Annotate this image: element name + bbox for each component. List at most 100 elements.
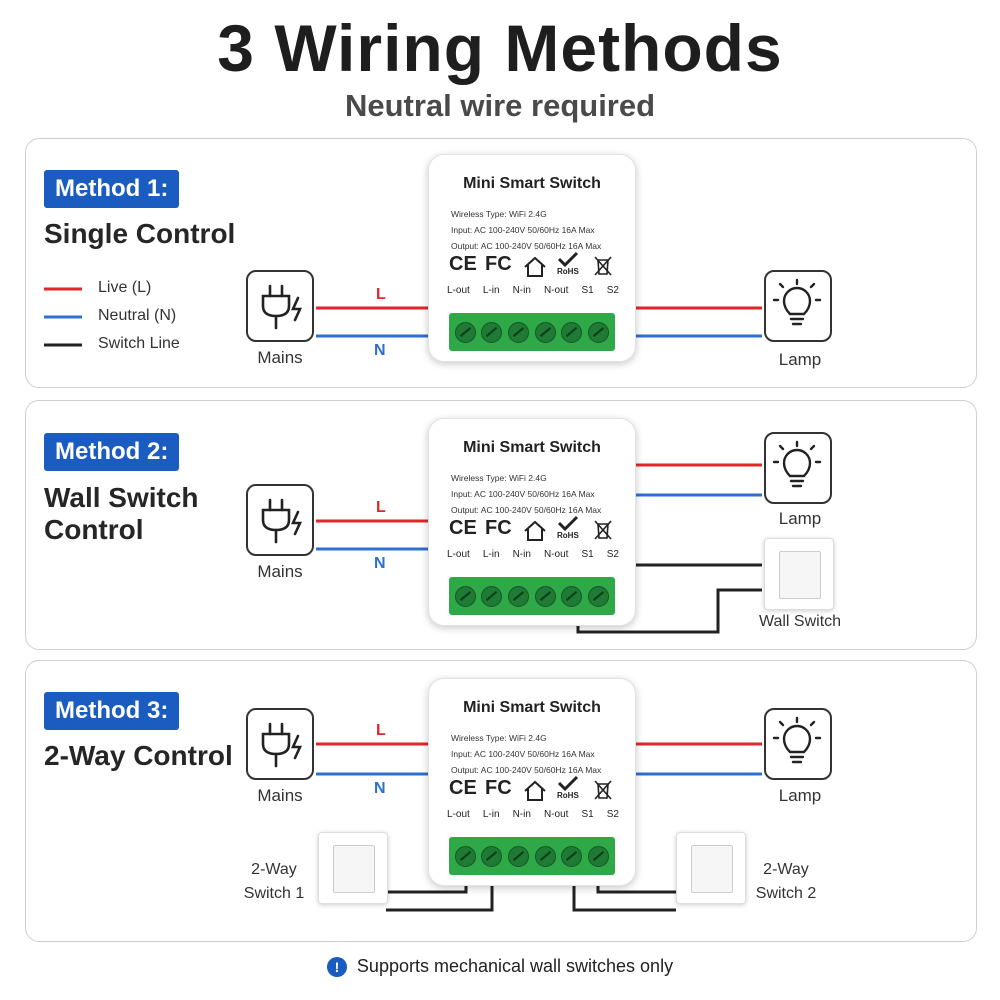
method2-neutral-label: N [374, 555, 386, 572]
terminal-screw [481, 321, 503, 343]
terminal-label-s2: S2 [606, 809, 619, 820]
method3-switch1-line2: Switch 1 [243, 885, 305, 902]
rohs-mark: RoHS [557, 531, 579, 540]
terminal-block [449, 837, 615, 875]
switch-rocker [779, 551, 821, 599]
plug-icon [246, 484, 314, 556]
terminal-label-l-in: L-in [482, 809, 500, 820]
terminal-label-s1: S1 [581, 549, 594, 560]
light-bulb-icon [764, 432, 832, 504]
house-icon [524, 256, 546, 277]
light-bulb-icon [764, 708, 832, 780]
method2-live-label: L [376, 499, 386, 516]
method3-live-label: L [376, 722, 386, 739]
check-icon [557, 775, 579, 791]
footer-text: Supports mechanical wall switches only [356, 956, 674, 976]
crossed-bin-icon [594, 780, 612, 800]
terminal-label-n-out: N-out [543, 285, 569, 296]
method1-neutral-label: N [374, 342, 386, 359]
terminal-label-l-out: L-out [447, 549, 470, 560]
method1-lamp-label: Lamp [778, 350, 822, 369]
method2-badge: Method 2: [44, 433, 180, 471]
footer-note: ! Supports mechanical wall switches only [0, 956, 1000, 978]
terminal-screw [561, 845, 583, 867]
rohs-mark: RoHS [557, 791, 579, 800]
terminal-label-s1: S1 [581, 285, 594, 296]
method3-heading: 2-Way Control [44, 740, 233, 771]
terminal-screw [588, 845, 610, 867]
terminal-label-l-in: L-in [482, 285, 500, 296]
method2-heading-line1: Wall Switch [44, 482, 199, 513]
check-icon [557, 251, 579, 267]
terminal-label-s1: S1 [581, 809, 594, 820]
terminal-label-n-in: N-in [512, 809, 531, 820]
module-spec-input: Input: AC 100-240V 50/60Hz 16A Max [451, 225, 595, 235]
terminal-screw [534, 321, 556, 343]
switch-rocker [691, 845, 733, 893]
terminal-label-n-in: N-in [512, 549, 531, 560]
method2-mains-label: Mains [257, 562, 303, 581]
method3-switch2-line2: Switch 2 [755, 885, 817, 902]
module-spec-wireless: Wireless Type: WiFi 2.4G [451, 733, 547, 743]
terminal-screw [534, 845, 556, 867]
terminal-screw [561, 585, 583, 607]
module-spec-output: Output: AC 100-240V 50/60Hz 16A Max [451, 505, 602, 515]
terminal-block [449, 313, 615, 351]
method1-module: Mini Smart Switch Wireless Type: WiFi 2.… [428, 154, 636, 362]
terminal-screw [454, 845, 476, 867]
method3-neutral-label: N [374, 780, 386, 797]
method3-switch1-line1: 2-Way [251, 861, 297, 878]
method1-badge: Method 1: [44, 170, 180, 208]
terminal-screw [534, 585, 556, 607]
method2-switch-label: Wall Switch [758, 613, 842, 630]
terminal-screw [454, 321, 476, 343]
plug-icon [246, 708, 314, 780]
terminal-screw [508, 321, 530, 343]
terminal-labels: L-out L-in N-in N-out S1 S2 [447, 809, 619, 820]
module-spec-wireless: Wireless Type: WiFi 2.4G [451, 209, 547, 219]
terminal-screw [588, 585, 610, 607]
module-spec-wireless: Wireless Type: WiFi 2.4G [451, 473, 547, 483]
terminal-screw [588, 321, 610, 343]
terminal-screw [561, 321, 583, 343]
ce-mark: CE [449, 777, 477, 799]
method3-switch2-line1: 2-Way [763, 861, 809, 878]
terminal-screw [481, 585, 503, 607]
crossed-bin-icon [594, 256, 612, 276]
page-title: 3 Wiring Methods [217, 11, 783, 85]
module-spec-output: Output: AC 100-240V 50/60Hz 16A Max [451, 765, 602, 775]
house-icon [524, 520, 546, 541]
method2-lamp-label: Lamp [778, 509, 822, 528]
terminal-screw [508, 845, 530, 867]
plug-icon [246, 270, 314, 342]
terminal-screw [481, 845, 503, 867]
terminal-screw [508, 585, 530, 607]
two-way-switch-1 [318, 832, 388, 904]
switch-rocker [333, 845, 375, 893]
terminal-label-s2: S2 [606, 285, 619, 296]
module-spec-output: Output: AC 100-240V 50/60Hz 16A Max [451, 241, 602, 251]
fc-mark: FC [485, 517, 512, 539]
rohs-mark: RoHS [557, 267, 579, 276]
legend-switch-label: Switch Line [98, 335, 180, 352]
method1-live-label: L [376, 286, 386, 303]
terminal-labels: L-out L-in N-in N-out S1 S2 [447, 549, 619, 560]
module-spec-input: Input: AC 100-240V 50/60Hz 16A Max [451, 749, 595, 759]
terminal-label-n-out: N-out [543, 809, 569, 820]
light-bulb-icon [764, 270, 832, 342]
info-icon: ! [326, 957, 347, 978]
fc-mark: FC [485, 777, 512, 799]
method1-heading: Single Control [44, 218, 236, 249]
check-icon [557, 515, 579, 531]
page-subtitle: Neutral wire required [344, 88, 656, 123]
method3-badge: Method 3: [44, 692, 180, 730]
terminal-label-l-out: L-out [447, 285, 470, 296]
terminal-label-s2: S2 [606, 549, 619, 560]
method1-mains-label: Mains [257, 348, 303, 367]
terminal-block [449, 577, 615, 615]
module-spec-input: Input: AC 100-240V 50/60Hz 16A Max [451, 489, 595, 499]
ce-mark: CE [449, 253, 477, 275]
module-title: Mini Smart Switch [463, 439, 601, 456]
m2-switch-wire-b [576, 588, 762, 634]
